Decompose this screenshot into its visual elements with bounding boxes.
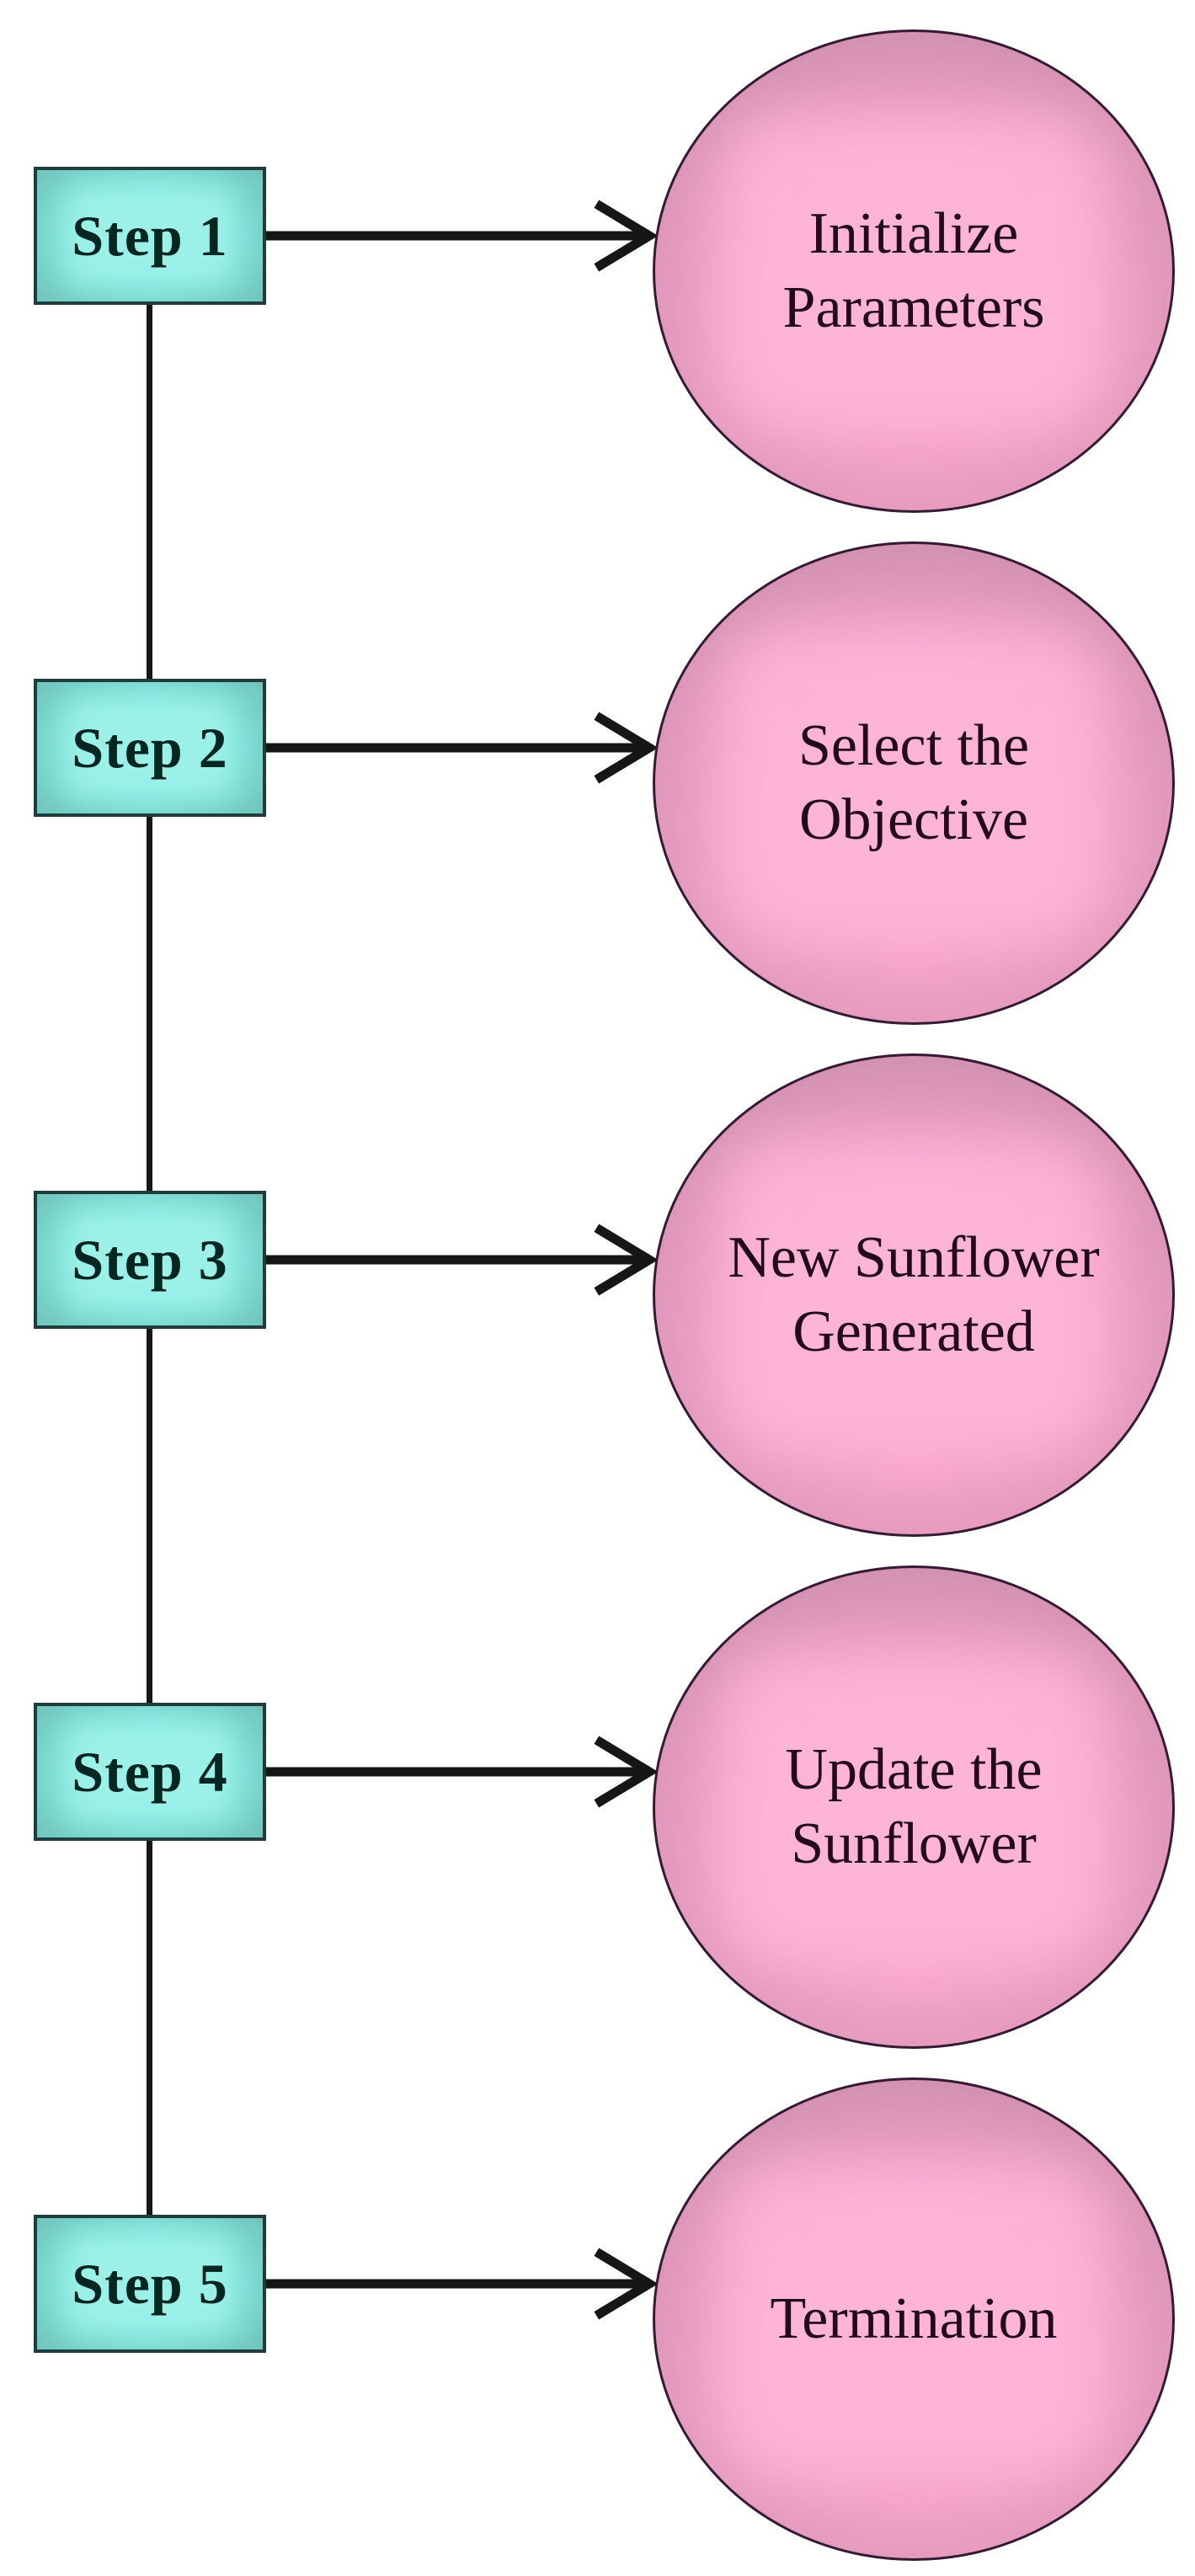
step-box-1: Step 1: [34, 167, 266, 305]
arrow-right-icon: [266, 1224, 659, 1296]
step-box-label: Step 2: [72, 716, 228, 780]
step-box-4: Step 4: [34, 1703, 266, 1841]
arrow-right-icon: [266, 200, 659, 272]
circle-text-line1: Update the: [785, 1737, 1043, 1802]
circle-text-line1: Termination: [770, 2286, 1058, 2351]
step-box-label: Step 1: [72, 204, 228, 268]
state-circle-label: New Sunflower Generated: [728, 1221, 1099, 1369]
step-box-label: Step 3: [72, 1228, 228, 1292]
flow-row-4: Step 4 Update the Sunflower: [0, 1565, 1195, 2049]
step-box-2: Step 2: [34, 679, 266, 817]
arrow-right-icon: [266, 712, 659, 784]
state-circle-5: Termination: [653, 2077, 1175, 2561]
circle-text-line1: Initialize: [808, 201, 1019, 266]
flow-row-3: Step 3 New Sunflower Generated: [0, 1053, 1195, 1537]
state-circle-label: Update the Sunflower: [785, 1733, 1042, 1881]
circle-text-line2: Generated: [792, 1299, 1035, 1364]
state-circle-4: Update the Sunflower: [653, 1565, 1175, 2049]
flow-row-2: Step 2 Select the Objective: [0, 541, 1195, 1025]
state-circle-label: Select the Objective: [798, 709, 1029, 857]
connector-line: [147, 817, 152, 1191]
step-box-label: Step 4: [72, 1740, 228, 1804]
connector-line: [147, 1841, 152, 2215]
state-circle-label: Initialize Parameters: [783, 197, 1045, 345]
circle-text-line1: Select the: [798, 713, 1030, 778]
state-circle-3: New Sunflower Generated: [653, 1053, 1175, 1537]
state-circle-1: Initialize Parameters: [653, 29, 1175, 513]
circle-text-line2: Sunflower: [791, 1811, 1037, 1876]
circle-text-line2: Parameters: [782, 275, 1045, 340]
state-circle-label: Termination: [770, 2282, 1057, 2356]
circle-text-line2: Objective: [798, 787, 1029, 852]
connector-line: [147, 1329, 152, 1703]
flow-row-1: Step 1 Initialize Parameters: [0, 29, 1195, 513]
connector-line: [147, 305, 152, 679]
step-box-5: Step 5: [34, 2215, 266, 2353]
step-box-label: Step 5: [72, 2252, 228, 2316]
step-box-3: Step 3: [34, 1191, 266, 1329]
circle-text-line1: New Sunflower: [728, 1225, 1100, 1290]
flow-row-5: Step 5 Termination: [0, 2077, 1195, 2561]
state-circle-2: Select the Objective: [653, 541, 1175, 1025]
arrow-right-icon: [266, 1736, 659, 1808]
arrow-right-icon: [266, 2248, 659, 2320]
